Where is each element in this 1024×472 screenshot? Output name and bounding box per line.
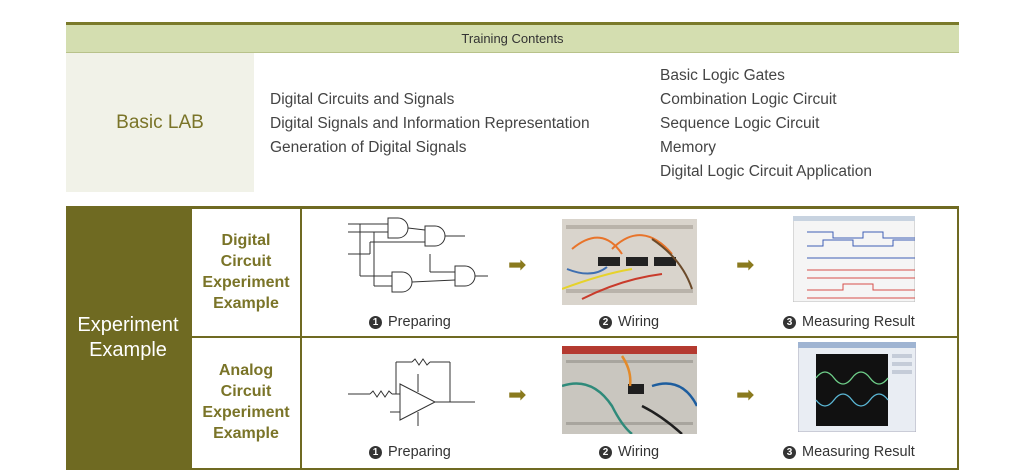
training-contents-header: Training Contents — [66, 25, 959, 53]
top-rule — [66, 22, 959, 25]
step-number-badge: 3 — [783, 445, 796, 459]
topic-item: Digital Circuits and Signals — [270, 91, 455, 108]
row-label-word: Experiment — [202, 404, 290, 421]
row-divider — [192, 336, 957, 338]
arrow-icon: ➡ — [508, 252, 527, 277]
topic-item: Digital Signals and Information Represen… — [270, 115, 590, 132]
caption-text: Wiring — [618, 314, 660, 330]
basic-topics-col2: Basic Logic Gates Combination Logic Circ… — [660, 64, 872, 184]
row-label-word: Example — [213, 425, 279, 442]
caption-text: Preparing — [388, 314, 451, 330]
basic-lab-cell: Basic LAB — [66, 53, 254, 192]
row-label-word: Example — [213, 295, 279, 312]
row-label-word: Digital — [221, 232, 271, 249]
digital-row-label: Digital Circuit Experiment Example — [193, 212, 299, 332]
analog-measuring-screenshot — [798, 342, 916, 432]
row-label-word: Experiment — [202, 274, 290, 291]
digital-wiring-photo — [562, 219, 697, 305]
basic-topics-col1: Digital Circuits and Signals Digital Sig… — [270, 88, 590, 160]
caption-wiring: 2 Wiring — [599, 444, 659, 460]
topic-item: Digital Logic Circuit Application — [660, 163, 872, 180]
basic-lab-label: Basic LAB — [116, 111, 204, 133]
row-label-word: Circuit — [220, 383, 272, 400]
topic-item: Memory — [660, 139, 716, 156]
topic-item: Generation of Digital Signals — [270, 139, 467, 156]
step-number-badge: 1 — [369, 315, 382, 329]
row-label-word: Circuit — [220, 253, 272, 270]
experiment-label-line1: Experiment — [77, 314, 179, 336]
caption-text: Wiring — [618, 444, 660, 460]
arrow-icon: ➡ — [736, 252, 755, 277]
arrow-icon: ➡ — [736, 382, 755, 407]
caption-text: Measuring Result — [802, 444, 915, 460]
caption-text: Measuring Result — [802, 314, 915, 330]
caption-preparing: 1 Preparing — [369, 314, 451, 330]
step-number-badge: 2 — [599, 445, 612, 459]
caption-wiring: 2 Wiring — [599, 314, 659, 330]
header-title: Training Contents — [461, 31, 564, 46]
analog-row-label: Analog Circuit Experiment Example — [193, 342, 299, 462]
topic-item: Combination Logic Circuit — [660, 91, 837, 108]
column-divider — [300, 209, 302, 468]
experiment-label-line2: Example — [89, 339, 167, 361]
row-label-word: Analog — [218, 362, 274, 379]
step-number-badge: 2 — [599, 315, 612, 329]
analog-schematic-image — [348, 358, 475, 426]
caption-measuring-result: 3 Measuring Result — [783, 314, 915, 330]
topic-item: Sequence Logic Circuit — [660, 115, 820, 132]
step-number-badge: 1 — [369, 445, 382, 459]
step-number-badge: 3 — [783, 315, 796, 329]
topic-item: Basic Logic Gates — [660, 67, 785, 84]
digital-measuring-screenshot — [793, 216, 915, 302]
caption-preparing: 1 Preparing — [369, 444, 451, 460]
analog-wiring-photo — [562, 346, 697, 434]
caption-measuring-result: 3 Measuring Result — [783, 444, 915, 460]
caption-text: Preparing — [388, 444, 451, 460]
digital-schematic-image — [348, 217, 488, 293]
arrow-icon: ➡ — [508, 382, 527, 407]
